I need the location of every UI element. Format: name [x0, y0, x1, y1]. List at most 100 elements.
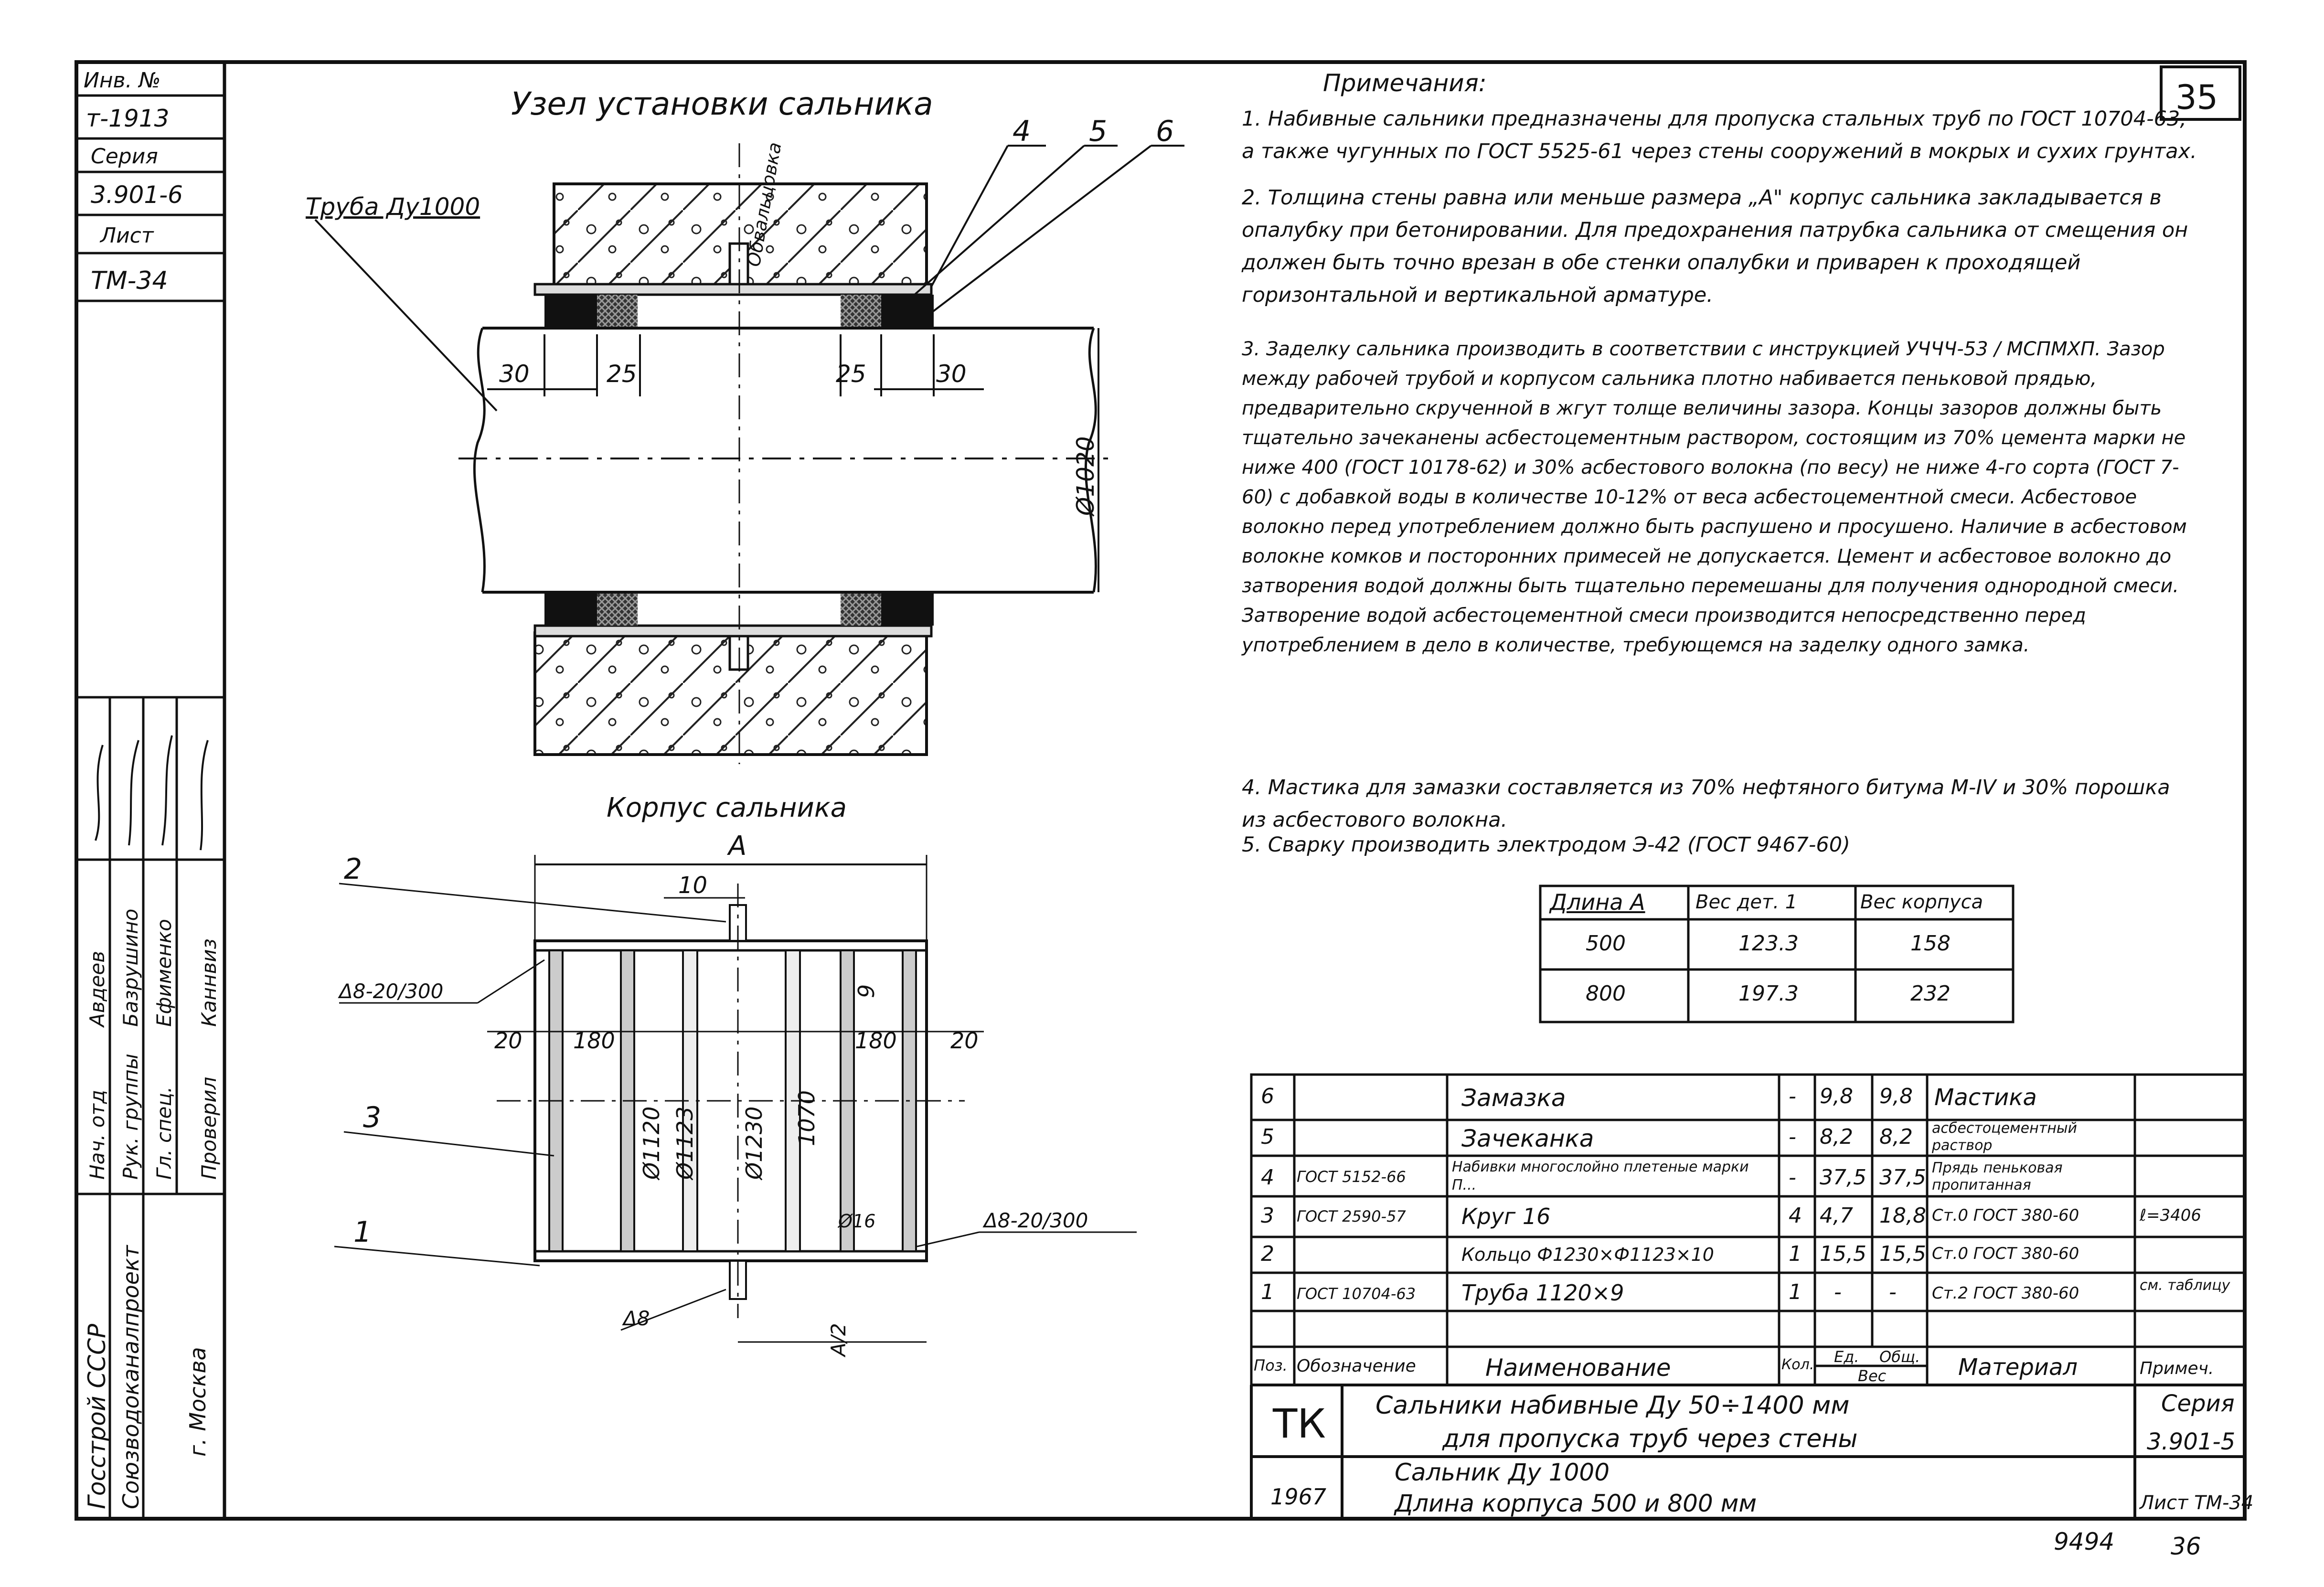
spec-r1-qty: - [1789, 1084, 1796, 1108]
title-line-2: для пропуска труб через стены [1442, 1425, 1857, 1453]
title-series-value: 3.901-5 [2147, 1428, 2235, 1455]
title-year: 1967 [1270, 1484, 1326, 1510]
stamp-role-2: Рук. группы [119, 1054, 142, 1180]
packing-left-bottom [544, 592, 597, 626]
stamp-sheet-label: Лист [99, 224, 154, 248]
callout-3: 3 [363, 1101, 381, 1134]
stamp-org-2: Союзводоканалпроект [118, 1245, 144, 1509]
pipe-label: Труба Ду1000 [306, 193, 480, 221]
footer-page: 36 [2171, 1533, 2201, 1560]
spec-r4-code: ГОСТ 2590-57 [1297, 1207, 1406, 1225]
pipe-break-left [473, 328, 486, 593]
weight-header-body: Вес корпуса [1860, 891, 1983, 913]
spec-r3-mat: Прядь пеньковая пропитанная [1932, 1160, 2063, 1193]
stamp-name-2: Базрушино [119, 909, 142, 1027]
pipe-leader [314, 219, 498, 412]
spec-r3-code: ГОСТ 5152-66 [1297, 1168, 1406, 1186]
pipe-break-right [1084, 328, 1097, 593]
spec-r5-total: 15,5 [1879, 1242, 1926, 1266]
dim-1123: Ø1123 [672, 1107, 698, 1181]
spec-r1-pos: 6 [1261, 1084, 1274, 1108]
dim-25-right: 25 [836, 360, 866, 388]
packing-left-top-2 [597, 295, 638, 328]
spec-r2-unit: 8,2 [1820, 1125, 1853, 1149]
spec-r1-name: Замазка [1461, 1084, 1566, 1112]
spec-r2-name: Зачеканка [1461, 1125, 1594, 1152]
stamp-name-4: Каннвиз [197, 938, 221, 1027]
rod-diameter: Ø16 [837, 1211, 875, 1232]
spec-r3-pos: 4 [1261, 1165, 1274, 1190]
footer-code: 9494 [2054, 1528, 2114, 1555]
dim-1120: Ø1120 [639, 1107, 664, 1181]
notes-heading: Примечания: [1323, 69, 1487, 97]
dim-25-left: 25 [607, 360, 637, 388]
sheet-frame [75, 60, 2247, 1521]
stamp-inv-value: т-1913 [86, 105, 169, 132]
spec-r5-name: Кольцо Ф1230×Ф1123×10 [1461, 1244, 1714, 1265]
spec-r5-mat: Ст.0 ГОСТ 380-60 [1932, 1244, 2079, 1263]
packing-left-bottom-2 [597, 592, 638, 626]
subtitle-line-2: Длина корпуса 500 и 800 мм [1394, 1490, 1757, 1517]
spec-r3-name: Набивки многослойно плетеные марки П... [1452, 1159, 1749, 1193]
note-1: 1. Набивные сальники предназначены для п… [1242, 107, 2197, 163]
spec-r2-qty: - [1789, 1125, 1796, 1149]
spec-r4-mat: Ст.0 ГОСТ 380-60 [1932, 1206, 2079, 1225]
weight-table-grid [1539, 884, 2015, 1023]
spec-r1-total: 9,8 [1879, 1084, 1913, 1108]
spec-r6-mat: Ст.2 ГОСТ 380-60 [1932, 1284, 2079, 1303]
dim-30-left: 30 [499, 360, 530, 388]
spec-r2-mat: асбестоцементный раствор [1932, 1120, 2078, 1154]
packing-left-top [544, 295, 597, 328]
stamp-series-value: 3.901-6 [91, 181, 183, 209]
spec-r2-pos: 5 [1261, 1125, 1274, 1149]
dim-1230: Ø1230 [741, 1107, 767, 1181]
note-4: 4. Мастика для замазки составляется из 7… [1242, 776, 2170, 832]
packing-right-top-2 [841, 295, 881, 328]
spec-r1-unit: 9,8 [1820, 1084, 1853, 1108]
spec-r6-qty: 1 [1789, 1280, 1802, 1304]
dim-10: 10 [678, 872, 707, 899]
spec-r4-pos: 3 [1261, 1204, 1274, 1228]
stamp-org: Госстрой СССР Союзводоканалпроект г. Мос… [83, 1245, 211, 1509]
spec-r5-unit: 15,5 [1820, 1242, 1866, 1266]
side-stamp [76, 94, 224, 1519]
sheet-number: 35 [2175, 78, 2218, 117]
packing-right-bottom [881, 592, 934, 626]
weight-header-det: Вес дет. 1 [1695, 891, 1798, 913]
weight-row2-det: 197.3 [1738, 981, 1799, 1006]
spec-r1-mat: Мастика [1934, 1084, 2037, 1111]
title-series-label: Серия [2161, 1390, 2235, 1417]
stamp-roles: Нач. отд Рук. группы Гл. спец. Проверил … [85, 735, 221, 1180]
note-5: 5. Сварку производить электродом Э-42 (Г… [1242, 833, 1850, 857]
spec-r6-code: ГОСТ 10704-63 [1297, 1285, 1416, 1303]
spec-head-weight: Вес [1858, 1367, 1887, 1385]
drawing2-title: Корпус сальника [607, 792, 847, 823]
spec-head-code: Обозначение [1297, 1356, 1416, 1376]
title-block-grid [1250, 1384, 2245, 1519]
spec-table-grid [1250, 1073, 2246, 1386]
sheet-number-box [2160, 65, 2241, 121]
spec-head-unit: Ед. [1834, 1348, 1859, 1366]
note-3: 3. Заделку сальника производить в соотве… [1242, 338, 2187, 656]
spec-r6-unit: - [1834, 1280, 1842, 1304]
spec-r6-pos: 1 [1261, 1280, 1274, 1304]
dim-A: А [727, 831, 746, 862]
stamp-signatures [95, 735, 209, 851]
stamp-inv-label: Инв. № [84, 68, 160, 93]
spec-r4-qty: 4 [1789, 1204, 1802, 1228]
dim-A-half: А/2 [827, 1323, 850, 1358]
title-sheet: Лист ТМ-34 [2139, 1492, 2253, 1514]
sleeve-top [533, 283, 933, 296]
spec-r3-total: 37,5 [1879, 1165, 1926, 1190]
stamp-series-label: Серия [91, 144, 158, 169]
callout-5: 5 [1089, 115, 1107, 148]
spec-r3-qty: - [1789, 1165, 1796, 1190]
weld-right: Δ8-20/300 [982, 1209, 1088, 1232]
packing-right-bottom-2 [841, 592, 881, 626]
spec-r4-total: 18,8 [1879, 1204, 1926, 1228]
title-line-1: Сальники набивные Ду 50÷1400 мм [1375, 1391, 1850, 1420]
stamp-role-1: Нач. отд [85, 1090, 109, 1180]
dim-9: 9 [853, 984, 879, 998]
